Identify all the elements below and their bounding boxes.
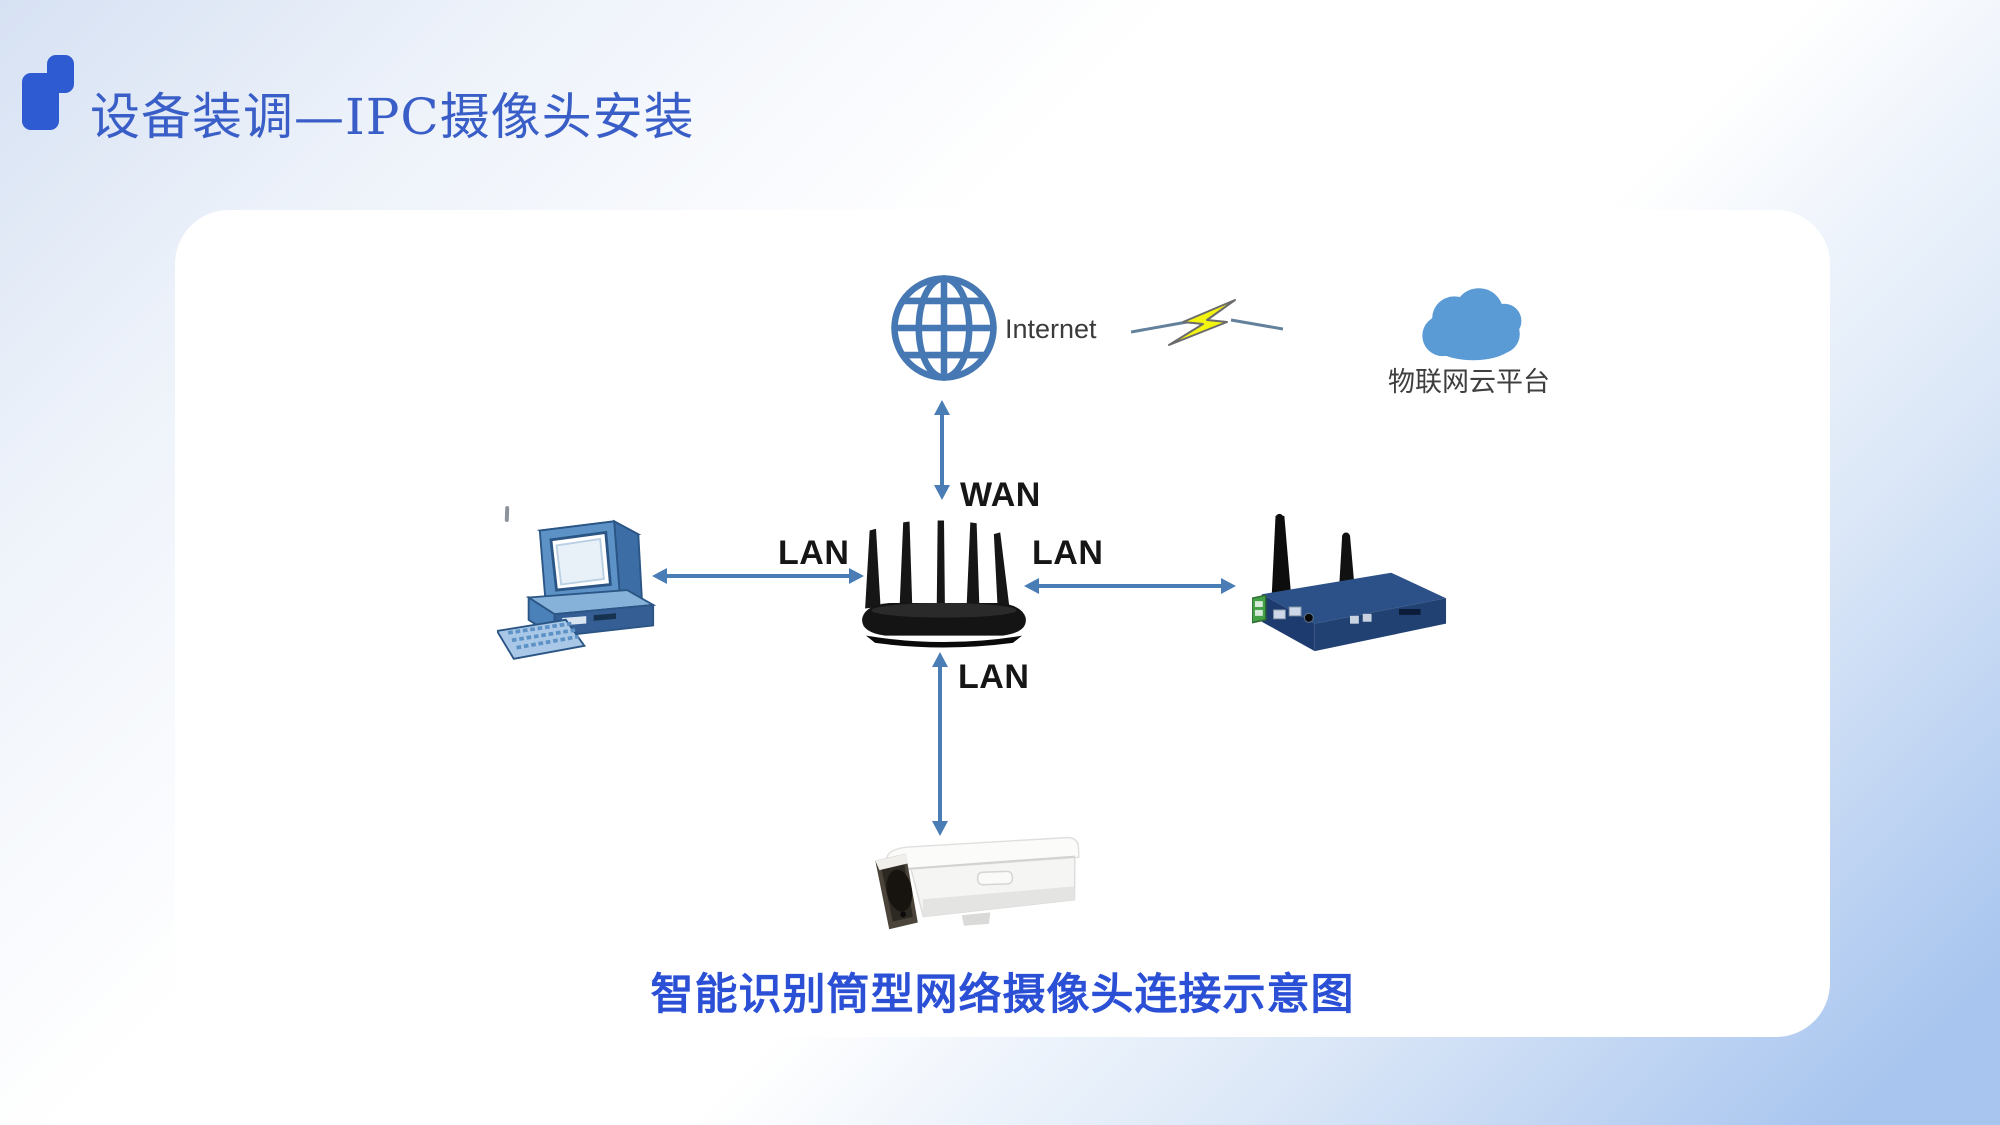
title-logo-icon — [22, 55, 102, 141]
camera-icon — [875, 836, 1080, 930]
gateway-icon — [1252, 513, 1447, 652]
computer-icon — [497, 519, 657, 660]
diagram-card: Internet 物联网云平台 WAN — [175, 210, 1830, 1037]
router-icon — [862, 520, 1026, 648]
cloud-platform-label: 物联网云平台 — [1388, 367, 1550, 397]
lightning-icon — [1131, 299, 1283, 346]
internet-label: Internet — [1005, 314, 1097, 344]
lan-camera-arrow — [932, 652, 948, 836]
lan-right-label: LAN — [1032, 534, 1104, 572]
lan-left-label: LAN — [778, 534, 850, 572]
diagram-caption: 智能识别筒型网络摄像头连接示意图 — [650, 970, 1355, 1020]
lan-right-arrow — [1024, 578, 1236, 594]
cloud-icon — [1422, 288, 1522, 361]
wan-arrow — [934, 400, 950, 500]
lan-camera-label: LAN — [958, 658, 1030, 696]
wan-label: WAN — [960, 476, 1041, 514]
page-title: 设备装调—IPC摄像头安装 — [90, 88, 695, 146]
internet-globe-icon — [891, 275, 997, 381]
lan-left-arrow — [652, 568, 864, 584]
logo-square-large — [22, 73, 59, 130]
